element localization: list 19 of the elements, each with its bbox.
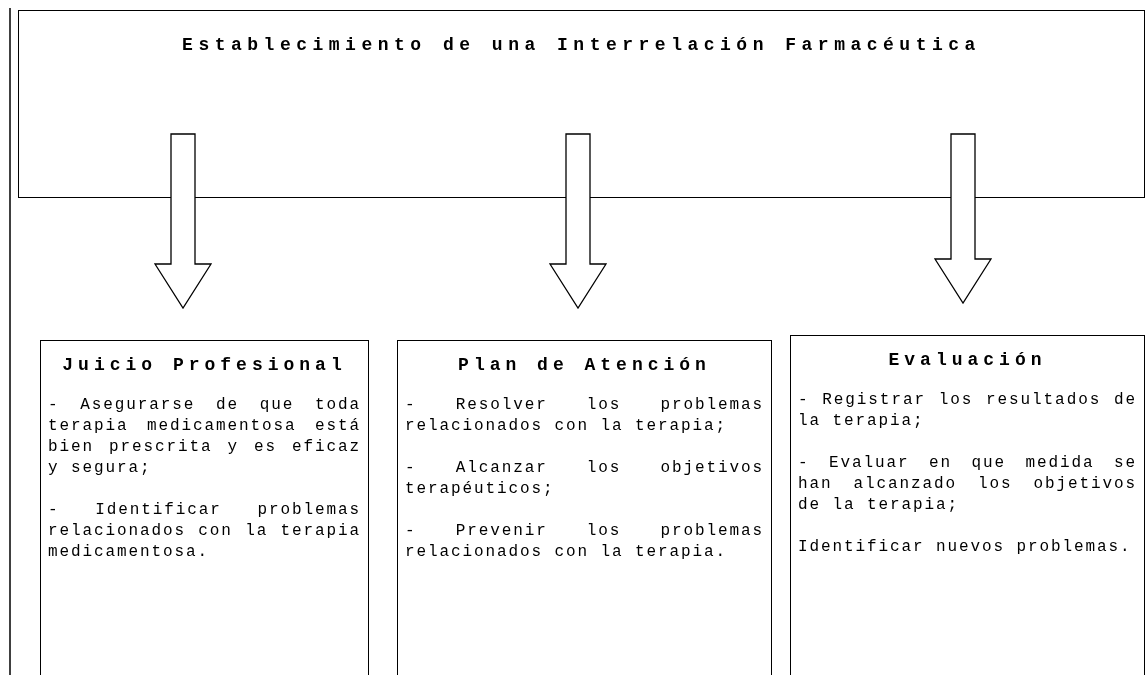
block-arrow (548, 133, 608, 310)
block-arrow (933, 133, 993, 305)
body-text: - Evaluar en que medida se han alcanzado los objetivos de la terapia; (798, 453, 1137, 516)
box-heading: Plan de Atención (457, 355, 712, 375)
body-text: Identificar nuevos problemas. (798, 537, 1133, 558)
body-text: - Alcanzar los objetivos terapéuticos; (405, 458, 764, 500)
content-box (397, 340, 772, 675)
box-heading: Evaluación (887, 350, 1048, 370)
body-text: - Prevenir los problemas relacionados con la terapia. (405, 521, 764, 563)
body-text: - Asegurarse de que toda terapia medicamentosa está bien prescrita y es eficaz y segura; (48, 395, 361, 479)
title-box (18, 10, 1145, 198)
block-arrow (153, 133, 213, 310)
body-text: - Identificar problemas relacionados con la terapia medicamentosa. (48, 500, 361, 563)
content-box (40, 340, 369, 675)
body-text: - Registrar los resultados de la terapia; (798, 390, 1137, 432)
box-heading: Juicio Profesional (61, 355, 348, 375)
body-text: - Resolver los problemas relacionados con la terapia; (405, 395, 764, 437)
title-text: Establecimiento de una Interrelación Farmacéutica (181, 35, 982, 55)
content-box (790, 335, 1145, 675)
